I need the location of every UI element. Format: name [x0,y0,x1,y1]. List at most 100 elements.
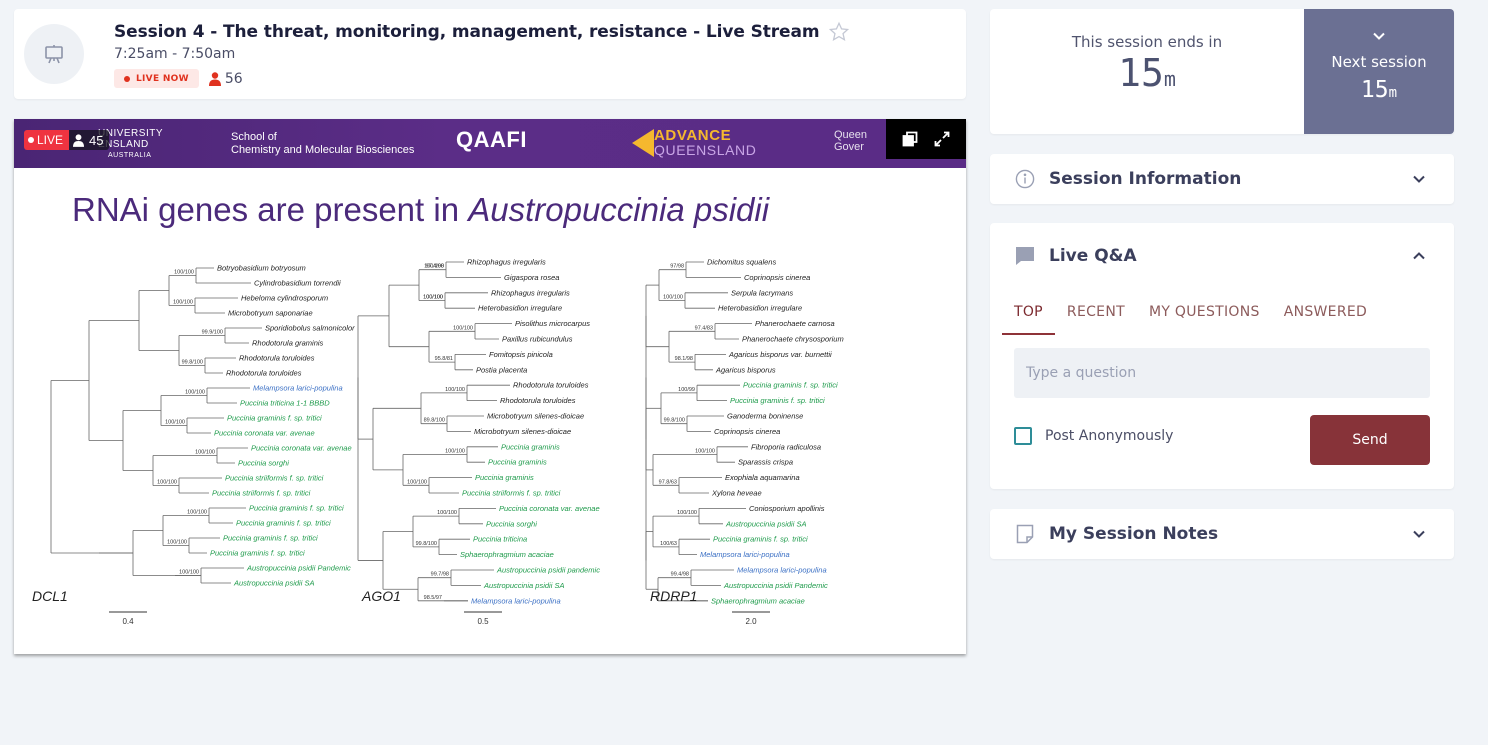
tree-support-value: 97.4/83 [695,325,713,331]
tree-taxon-label: Puccinia graminis f. sp. tritici [227,414,322,423]
live-label: LIVE [37,133,64,147]
school-line2: Chemistry and Molecular Biosciences [231,144,415,156]
tab-recent[interactable]: RECENT [1066,304,1125,320]
tree-taxon-label: Fibroporia radiculosa [751,442,821,451]
tree-scale-label: 2.0 [745,617,757,626]
expand-icon[interactable] [931,128,953,150]
advance-line2: QUEENSLAND [654,142,757,158]
tree-support-value: 99.7/98 [431,572,449,578]
tree-taxon-label: Ganoderma boninense [727,412,803,421]
person-icon [208,71,221,86]
tree-taxon-label: Puccinia triticina [473,535,527,544]
uq-line2: ENSLAND [98,139,149,150]
tree-taxon-label: Puccinia striiformis f. sp. tritici [212,489,311,498]
session-information-header[interactable]: Session Information [990,154,1454,204]
send-button[interactable]: Send [1310,415,1430,465]
presentation-board-icon [24,24,84,84]
tree-taxon-label: Austropuccinia psidii Pandemic [246,564,351,573]
tree-taxon-label: Melampsora larici-populina [700,550,790,559]
tree-support-value: 100/100 [185,390,205,396]
school-line1: School of [231,131,277,143]
tree-taxon-label: Rhodotorula toruloides [500,396,576,405]
chevron-down-icon[interactable] [1410,170,1428,188]
tree-taxon-label: Hebeloma cylindrosporum [241,294,328,303]
tree-support-value: 99.8/100 [416,541,437,547]
tree-support-value: 100/100 [453,325,473,331]
tree-taxon-label: Coprinopsis cinerea [744,273,810,282]
tree-taxon-label: Puccinia graminis f. sp. tritici [730,396,825,405]
next-session-button[interactable]: Next session 15m [1304,9,1454,134]
live-qa-header[interactable]: Live Q&A [990,231,1454,281]
tree-taxon-label: Puccinia graminis [488,458,547,467]
tree-support-value: 89.8/100 [424,418,445,424]
popout-window-icon[interactable] [899,128,921,150]
tab-top[interactable]: TOP [1002,301,1055,335]
tree-support-value: 98.1/98 [675,356,693,362]
live-qa-panel: Live Q&A TOP RECENT MY QUESTIONS ANSWERE… [990,223,1454,489]
viewer-count-value: 56 [224,70,243,87]
slide-title: RNAi genes are present in Austropuccinia… [72,191,769,229]
tree-support-value: 100/100 [424,264,444,270]
next-session-number: 15 [1360,77,1389,103]
tab-my-questions[interactable]: MY QUESTIONS [1148,304,1260,320]
tree-taxon-label: Xylona heveae [711,489,762,498]
tree-taxon-label: Heterobasidion irregulare [718,304,802,313]
tab-answered[interactable]: ANSWERED [1283,304,1368,320]
tree-support-value: 99.8/100 [664,418,685,424]
tree-taxon-label: Puccinia sorghi [238,459,289,468]
tree-name-label: RDRP1 [650,588,697,604]
slide-title-plain: RNAi genes are present in [72,191,469,228]
tree-support-value: 100/100 [173,300,193,306]
tree-taxon-label: Microbotryum silenes-dioicae [487,412,584,421]
tree-taxon-label: Agaricus bisporus [715,365,776,374]
session-information-panel: Session Information [990,154,1454,204]
question-input[interactable] [1014,348,1430,398]
tree-taxon-label: Austropuccinia psidii pandemic [496,566,600,575]
qld-line2: Gover [834,141,864,153]
tree-taxon-label: Serpula lacrymans [731,288,793,297]
post-anonymously-checkbox[interactable]: Post Anonymously [1014,427,1173,445]
tree-taxon-label: Dichomitus squalens [707,258,776,267]
person-icon [73,133,85,147]
tree-taxon-label: Puccinia coronata var. avenae [214,429,315,438]
video-player[interactable]: UNIVERSITY ENSLAND AUSTRALIA School of C… [14,119,966,654]
tree-taxon-label: Puccinia triticina 1-1 BBBD [240,399,330,408]
session-information-title: Session Information [1049,169,1242,189]
session-notes-header[interactable]: My Session Notes [990,509,1454,559]
tree-taxon-label: Puccinia graminis f. sp. tritici [236,519,331,528]
advance-queensland-logo: ADVANCE QUEENSLAND [654,128,756,158]
next-session-unit: m [1388,85,1398,101]
tree-support-value: 97.4/98 [426,264,444,270]
qaafi-logo: QAAFI [456,127,527,152]
tree-support-value: 100/100 [423,295,443,301]
chevron-up-icon[interactable] [1410,247,1428,265]
live-dot-icon [28,137,34,143]
tree-taxon-label: Puccinia sorghi [486,519,537,528]
tree-taxon-label: Postia placenta [476,365,527,374]
uq-logo-text: UNIVERSITY ENSLAND AUSTRALIA [98,128,163,161]
slide-title-italic: Austropuccinia psidii [468,191,770,228]
uq-line3: AUSTRALIA [108,152,152,159]
chevron-down-icon [1304,31,1454,41]
qld-gov-logo: Queen Gover [834,129,867,153]
tree-taxon-label: Sphaerophragmium acaciae [711,596,805,605]
live-overlay: LIVE 45 [24,130,110,150]
tree-taxon-label: Puccinia striiformis f. sp. tritici [462,489,561,498]
tree-taxon-label: Austropuccinia psidii SA [725,519,806,528]
live-now-badge: LIVE NOW [114,69,199,88]
tree-taxon-label: Puccinia graminis f. sp. tritici [210,549,305,558]
live-viewer-count: 45 [69,130,110,150]
star-outline-icon[interactable] [827,20,851,44]
session-timer-card: This session ends in 15m Next session 15… [990,9,1454,134]
checkbox-box[interactable] [1014,427,1032,445]
tree-taxon-label: Sphaerophragmium acaciae [460,550,554,559]
session-notes-panel: My Session Notes [990,509,1454,559]
next-session-value: 15m [1304,77,1454,103]
chevron-down-icon[interactable] [1410,525,1428,543]
live-viewer-value: 45 [89,132,104,148]
tree-taxon-label: Exophiala aquamarina [725,473,800,482]
tree-support-value: 97.8/63 [659,479,677,485]
session-notes-title: My Session Notes [1049,524,1219,544]
tree-support-value: 100/100 [677,510,697,516]
tree-taxon-label: Puccinia graminis f. sp. tritici [223,534,318,543]
